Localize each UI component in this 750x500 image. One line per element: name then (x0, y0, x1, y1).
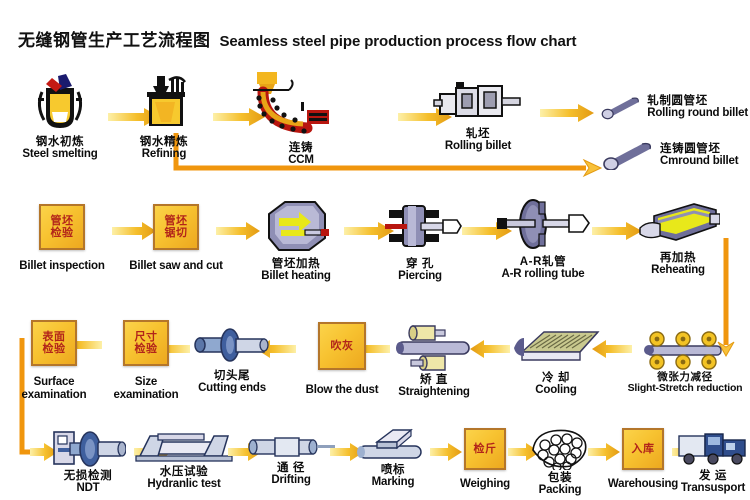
node-rolling-billet[interactable]: 轧坯 Rolling billet (430, 80, 526, 153)
arrow-cooling-to-straightening (470, 340, 510, 358)
caption-drifting: 通 径 Drifting (271, 462, 311, 487)
caption-piercing: 穿 孔 Piercing (398, 258, 442, 283)
round-billet-icon (601, 97, 639, 120)
node-packing[interactable]: 包装 Packing (520, 428, 600, 497)
node-warehousing[interactable]: 入库 Warehousing (600, 428, 686, 490)
blow-box-icon: 吹灰 (318, 322, 366, 370)
page-title-en: Seamless steel pipe production process f… (219, 33, 577, 50)
arrow-drifting-to-marking (330, 443, 364, 461)
caption-steel-smelting: 钢水初炼 Steel smelting (22, 136, 98, 161)
node-cutting-ends[interactable]: 切头尾 Cutting ends (186, 324, 278, 395)
round-billet-icon (603, 142, 652, 170)
node-straightening[interactable]: 矫 直 Straightening (388, 322, 480, 399)
arrow-ar-to-reheating (592, 222, 642, 240)
caption-ar-rolling-tube: A-R轧管 A-R rolling tube (501, 256, 585, 281)
node-size-examination[interactable]: 尺寸 检验 Size examination (96, 320, 196, 402)
store-box-icon: 入库 (622, 428, 664, 470)
inspection-box-icon: 表面 检验 (31, 320, 77, 366)
node-weighing[interactable]: 检斤 Weighing (446, 428, 524, 490)
ar-mill-icon (497, 199, 590, 249)
caption-warehousing: Warehousing (607, 478, 679, 490)
arrow-packing-to-warehousing (588, 443, 620, 461)
caption-packing: 包装 Packing (538, 472, 582, 497)
arrow-ccm-to-rolling-billet (398, 108, 452, 126)
arrow-heating-to-piercing (344, 222, 394, 240)
node-reheating[interactable]: 再加热 Reheating (630, 200, 726, 277)
node-cooling[interactable]: 冷 却 Cooling (508, 326, 604, 397)
rolling-mill-icon (433, 82, 521, 117)
caption-refining: 钢水精炼 Refining (139, 136, 189, 161)
node-marking[interactable]: 喷标 Marking (350, 428, 436, 489)
caption-marking: 喷标 Marking (371, 464, 415, 489)
node-slight-stretch-reduction[interactable]: 微张力减径 Slight-Stretch reduction (624, 330, 746, 395)
caption-ccm: 连铸 CCM (288, 142, 314, 167)
inspection-box-icon: 尺寸 检验 (123, 320, 169, 366)
caption-surface-examination: Surface examination (21, 376, 87, 401)
arrow-refining-to-ccm (213, 108, 265, 126)
caption-hydranlic-test: 水压试验 Hydranlic test (147, 466, 221, 491)
press-icon (135, 433, 233, 462)
node-billet-saw-and-cut[interactable]: 管坯 锯切 Billet saw and cut (124, 204, 228, 272)
arrow-to-rolling-round-billet (540, 104, 594, 122)
arrow-inspection-to-saw (112, 222, 156, 240)
node-transusport[interactable]: 发 运 Transusport (676, 428, 750, 495)
arrow-reduction-to-cooling (592, 340, 632, 358)
page-title-cn: 无缝钢管生产工艺流程图 (18, 31, 211, 50)
node-rolling-round-billet[interactable]: 轧制圆管坯 Rolling round billet (596, 92, 748, 122)
node-drifting[interactable]: 通 径 Drifting (244, 434, 338, 487)
reducer-rolls-icon (644, 331, 722, 370)
node-billet-heating[interactable]: 管坯加热 Billet heating (248, 200, 344, 283)
node-cmround-billet[interactable]: 连铸圆管坯 Cmround billet (596, 140, 748, 170)
furnace-icon (268, 201, 329, 251)
cutting-saw-icon (194, 328, 269, 362)
caption-transusport: 发 运 Transusport (680, 470, 746, 495)
cooling-bed-icon (514, 331, 600, 361)
marking-icon (357, 428, 422, 459)
node-hydranlic-test[interactable]: 水压试验 Hydranlic test (130, 430, 238, 491)
drift-tube-icon (248, 437, 335, 457)
arrow-into-ndt (30, 443, 58, 461)
node-ar-rolling-tube[interactable]: A-R轧管 A-R rolling tube (490, 196, 596, 281)
node-steel-smelting[interactable]: 钢水初炼 Steel smelting (14, 72, 106, 161)
node-piercing[interactable]: 穿 孔 Piercing (372, 200, 468, 283)
arrow-smelting-to-refining (108, 108, 160, 126)
inspection-box-icon: 管坯 检验 (39, 204, 85, 250)
caption-billet-saw-and-cut: Billet saw and cut (129, 260, 223, 272)
arrow-marking-to-weighing (430, 443, 462, 461)
bundle-icon (532, 429, 587, 470)
node-ndt[interactable]: 无损检测 NDT (42, 428, 134, 495)
caption-cmround-billet: 连铸圆管坯 Cmround billet (660, 142, 739, 167)
caption-rolling-round-billet: 轧制圆管坯 Rolling round billet (647, 94, 748, 119)
node-ccm[interactable]: 连铸 CCM (228, 70, 338, 167)
piercer-icon (385, 205, 462, 247)
refining-vessel-icon (147, 76, 186, 126)
reheat-furnace-icon (639, 203, 720, 241)
straightener-icon (396, 325, 470, 371)
node-refining[interactable]: 钢水精炼 Refining (118, 72, 210, 161)
caption-billet-heating: 管坯加热 Billet heating (261, 258, 331, 283)
caption-reheating: 再加热 Reheating (651, 252, 705, 277)
ndt-scanner-icon (53, 431, 126, 467)
caption-straightening: 矫 直 Straightening (398, 374, 470, 399)
page-title: 无缝钢管生产工艺流程图 Seamless steel pipe producti… (18, 26, 576, 51)
caption-billet-inspection: Billet inspection (19, 260, 105, 272)
caption-cooling: 冷 却 Cooling (535, 372, 577, 397)
node-surface-examination[interactable]: 表面 检验 Surface examination (4, 320, 104, 402)
weigh-box-icon: 检斤 (464, 428, 506, 470)
caption-blow-the-dust: Blow the dust (305, 384, 379, 396)
arrow-weighing-to-packing (508, 443, 540, 461)
caption-cutting-ends: 切头尾 Cutting ends (198, 370, 266, 395)
caption-size-examination: Size examination (113, 376, 179, 401)
saw-box-icon: 管坯 锯切 (153, 204, 199, 250)
caption-rolling-billet: 轧坯 Rolling billet (444, 128, 512, 153)
caption-slight-stretch-reduction: 微张力减径 Slight-Stretch reduction (627, 371, 743, 395)
caption-ndt: 无损检测 NDT (63, 470, 113, 495)
ladle-icon (37, 74, 83, 128)
caption-weighing: Weighing (460, 478, 510, 490)
truck-icon (678, 433, 746, 465)
caster-curve-icon (253, 72, 329, 134)
node-blow-the-dust[interactable]: 吹灰 Blow the dust (294, 322, 390, 396)
arrow-saw-to-heating (216, 222, 260, 240)
node-billet-inspection[interactable]: 管坯 检验 Billet inspection (10, 204, 114, 272)
